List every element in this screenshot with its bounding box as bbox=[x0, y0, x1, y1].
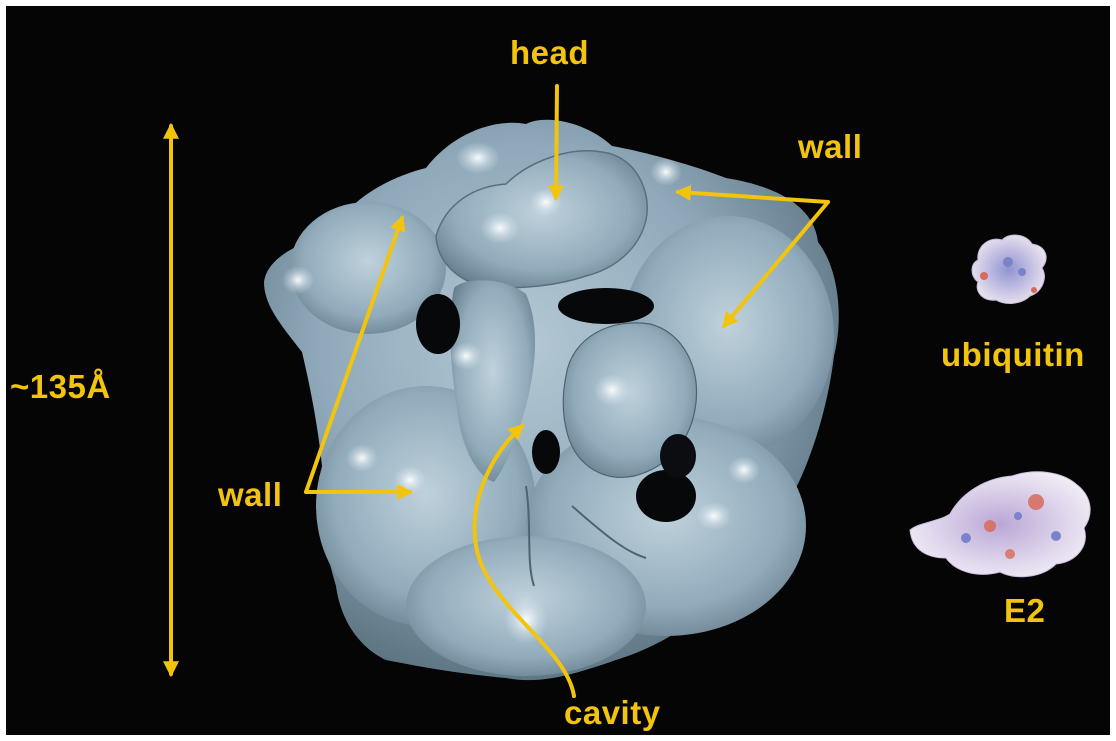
label-wall-top-right: wall bbox=[798, 130, 862, 163]
ubiquitin-charge-patch bbox=[1018, 268, 1026, 276]
specular-highlight bbox=[650, 158, 682, 186]
hole-upper-left bbox=[416, 294, 460, 354]
e2-surface bbox=[910, 472, 1090, 577]
density-map bbox=[264, 120, 839, 680]
label-ubiquitin: ubiquitin bbox=[941, 338, 1085, 371]
specular-highlight bbox=[346, 444, 378, 472]
e2-structure bbox=[910, 472, 1090, 577]
e2-charge-patch bbox=[1028, 494, 1044, 510]
e2-charge-patch bbox=[1005, 549, 1015, 559]
e2-charge-patch bbox=[961, 533, 971, 543]
ubiquitin-charge-patch bbox=[1031, 287, 1037, 293]
specular-highlight bbox=[282, 266, 314, 294]
specular-highlight bbox=[394, 466, 426, 494]
e2-charge-patch bbox=[1014, 512, 1022, 520]
label-head: head bbox=[510, 36, 589, 69]
label-dimension: ~135Å bbox=[10, 370, 111, 403]
hole-cavity-center bbox=[532, 430, 560, 474]
specular-highlight bbox=[504, 596, 548, 644]
label-e2: E2 bbox=[1004, 594, 1045, 627]
specular-highlight bbox=[450, 342, 482, 370]
e2-charge-patch bbox=[1051, 531, 1061, 541]
image-frame: head wall ~135Å ubiquitin wall E2 cavity bbox=[6, 6, 1110, 735]
ubiquitin-charge-patch bbox=[980, 272, 988, 280]
specular-highlight bbox=[594, 374, 630, 406]
e2-charge-patch bbox=[984, 520, 996, 532]
label-wall-left: wall bbox=[218, 478, 282, 511]
specular-highlight bbox=[480, 212, 520, 244]
ubiquitin-structure bbox=[972, 235, 1046, 303]
label-cavity: cavity bbox=[564, 696, 661, 729]
hole-upper-center bbox=[558, 288, 654, 324]
head-arrow bbox=[556, 86, 557, 198]
specular-highlight bbox=[456, 142, 500, 174]
ubiquitin-charge-patch bbox=[1003, 257, 1013, 267]
hole-lower-right bbox=[636, 470, 696, 522]
specular-highlight bbox=[728, 456, 760, 484]
specular-highlight bbox=[696, 502, 732, 530]
ubiquitin-surface bbox=[972, 235, 1046, 303]
hole-right-edge bbox=[660, 434, 696, 478]
